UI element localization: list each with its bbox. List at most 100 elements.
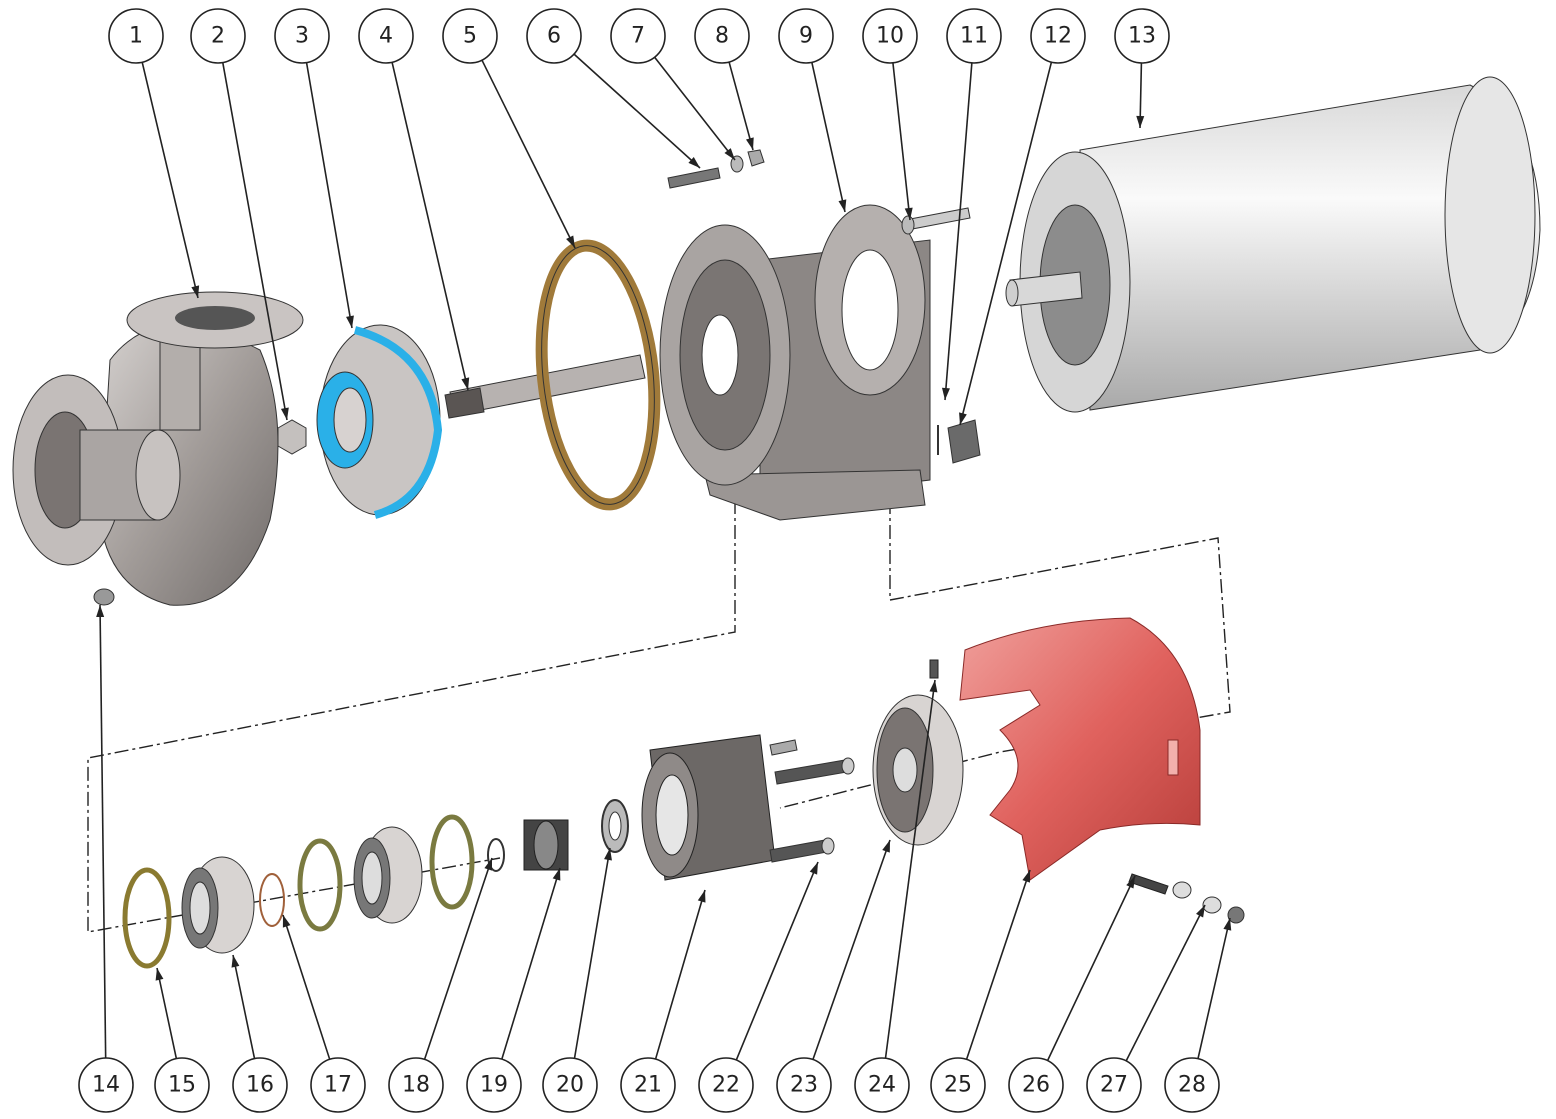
- balloon-circle: [78, 1057, 134, 1113]
- balloon-22: 22: [698, 1057, 754, 1113]
- part-9-adapter-bracket: [659, 204, 931, 521]
- balloon-circle: [388, 1057, 444, 1113]
- part-23-flinger-disc: [872, 694, 964, 846]
- balloon-circle: [542, 1057, 598, 1113]
- balloon-circle: [854, 1057, 910, 1113]
- part-18-gasket-ring: [297, 838, 343, 932]
- part-25-coupling-guard: [959, 617, 1201, 881]
- part-3-impeller: [316, 324, 443, 519]
- balloon-circle: [526, 8, 582, 64]
- balloon-number: 23: [790, 1073, 818, 1098]
- balloon-26: 26: [1008, 1057, 1064, 1113]
- leader-arrowhead-4: [461, 377, 470, 390]
- part-28-nut: [1227, 906, 1245, 924]
- leader-arrowhead-2: [280, 407, 289, 420]
- balloon-circle: [1008, 1057, 1064, 1113]
- balloon-circle: [232, 1057, 288, 1113]
- leader-arrowhead-6: [688, 156, 700, 168]
- leader-line-24: [884, 679, 936, 1059]
- balloon-18: 18: [388, 1057, 444, 1113]
- leader-line-15: [156, 967, 178, 1059]
- leader-arrowhead-8: [745, 137, 754, 150]
- leader-line-23: [812, 839, 891, 1060]
- leader-arrowhead-28: [1223, 918, 1232, 931]
- leader-arrowhead-11: [941, 387, 950, 400]
- balloon-27: 27: [1086, 1057, 1142, 1113]
- balloon-number: 10: [876, 24, 904, 49]
- balloon-23: 23: [776, 1057, 832, 1113]
- balloon-6: 6: [526, 8, 582, 64]
- part-18-ring-large: [429, 814, 475, 910]
- balloon-7: 7: [610, 8, 666, 64]
- balloon-19: 19: [466, 1057, 522, 1113]
- balloon-circle: [108, 8, 164, 64]
- balloon-14: 14: [78, 1057, 134, 1113]
- balloon-circle: [1114, 8, 1170, 64]
- leader-line-5: [481, 59, 576, 249]
- leader-arrowhead-17: [282, 915, 291, 928]
- balloon-number: 25: [944, 1073, 972, 1098]
- leader-arrowhead-1: [191, 285, 200, 298]
- part-18-snap-ring: [487, 838, 505, 872]
- balloon-circle: [154, 1057, 210, 1113]
- part-21-seal-housing: [641, 734, 776, 881]
- part-14-drain-plug: [93, 588, 115, 606]
- balloon-20: 20: [542, 1057, 598, 1113]
- balloon-13: 13: [1114, 8, 1170, 64]
- balloon-circle: [274, 8, 330, 64]
- part-6-bolt: [667, 167, 721, 189]
- balloon-2: 2: [190, 8, 246, 64]
- leader-line-3: [305, 62, 353, 329]
- balloon-15: 15: [154, 1057, 210, 1113]
- balloon-number: 14: [92, 1073, 120, 1098]
- balloon-number: 15: [168, 1073, 196, 1098]
- part-20-seal-seat: [601, 799, 629, 853]
- balloon-circle: [778, 8, 834, 64]
- leader-arrowhead-9: [838, 199, 847, 212]
- leader-lines: [96, 53, 1232, 1062]
- leader-line-25: [965, 869, 1031, 1060]
- leader-arrowhead-14: [96, 605, 105, 618]
- part-10-bolt: [901, 207, 971, 235]
- part-26-bolt: [1128, 873, 1169, 895]
- balloon-circle: [694, 8, 750, 64]
- balloon-number: 19: [480, 1073, 508, 1098]
- leader-arrowhead-13: [1136, 115, 1145, 128]
- leader-arrowhead-26: [1126, 876, 1135, 889]
- balloon-4: 4: [358, 8, 414, 64]
- balloon-circle: [1030, 8, 1086, 64]
- part-18-bearing: [353, 826, 423, 924]
- part-13-motor: [1005, 76, 1541, 413]
- leader-line-4: [391, 62, 469, 391]
- balloon-number: 22: [712, 1073, 740, 1098]
- balloon-circle: [310, 1057, 366, 1113]
- balloon-number: 16: [246, 1073, 274, 1098]
- balloon-number: 27: [1100, 1073, 1128, 1098]
- balloon-circle: [442, 8, 498, 64]
- balloon-number: 12: [1044, 24, 1072, 49]
- leader-arrowhead-21: [697, 890, 706, 903]
- balloon-number: 4: [379, 24, 393, 49]
- balloon-3: 3: [274, 8, 330, 64]
- leader-arrowhead-25: [1022, 870, 1030, 883]
- part-16-bearing: [181, 856, 255, 954]
- leader-arrowhead-27: [1196, 905, 1205, 918]
- leader-line-11: [944, 62, 973, 401]
- part-22-bolts: [769, 739, 855, 863]
- leader-line-9: [811, 62, 846, 213]
- balloon-number: 17: [324, 1073, 352, 1098]
- leader-arrowhead-16: [231, 955, 240, 968]
- leader-line-12: [959, 61, 1053, 426]
- leader-line-26: [1046, 875, 1136, 1061]
- balloon-circle: [698, 1057, 754, 1113]
- balloon-circle: [946, 8, 1002, 64]
- balloon-circle: [358, 8, 414, 64]
- balloon-24: 24: [854, 1057, 910, 1113]
- leader-arrowhead-10: [904, 207, 913, 220]
- balloon-17: 17: [310, 1057, 366, 1113]
- leader-arrowhead-20: [604, 848, 612, 861]
- balloon-number: 24: [868, 1073, 896, 1098]
- leader-arrowhead-7: [724, 148, 735, 160]
